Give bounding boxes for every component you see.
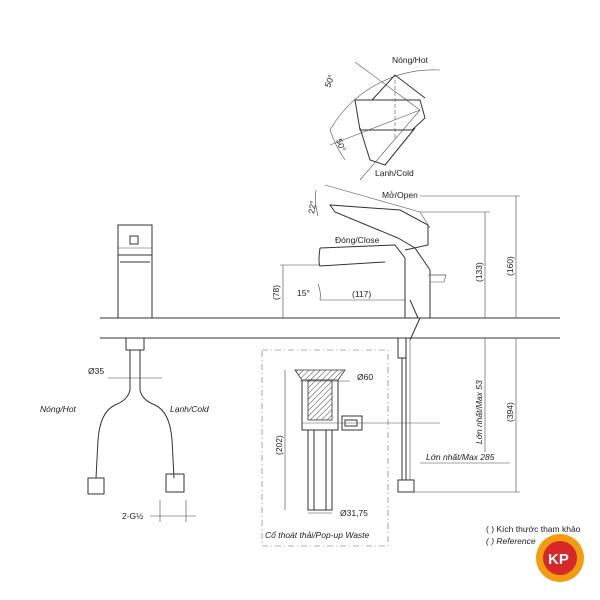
max-53: Lớn nhất/Max 53 <box>474 380 484 444</box>
thread-label: 2-G½ <box>122 511 143 521</box>
angle-15: 15° <box>297 288 310 298</box>
close-label: Đóng/Close <box>335 235 380 245</box>
kp-logo: KP <box>536 534 584 582</box>
note-line-2: ( ) Reference <box>486 536 536 546</box>
popup-caption: Cổ thoát thải/Pop-up Waste <box>265 530 370 540</box>
dim-78: (78) <box>271 285 281 300</box>
note-line-1: ( ) Kích thước tham khảo <box>486 524 581 534</box>
dim-133: (133) <box>474 262 484 282</box>
cold-label: Lạnh/Cold <box>375 168 414 178</box>
hot-label-front: Nóng/Hot <box>40 404 77 414</box>
dim-202: (202) <box>274 435 284 455</box>
rotation-top-view: Nóng/Hot Lạnh/Cold 50° 50° <box>322 55 441 181</box>
angle-bottom: 50° <box>334 137 348 153</box>
dim-394: (394) <box>505 402 515 422</box>
dim-60: Ø60 <box>357 372 373 382</box>
popup-waste: (202) Ø60 Ø31,75 Cổ thoát thải/Pop-up Wa… <box>261 349 440 547</box>
dim-35: Ø35 <box>88 366 104 376</box>
side-view: 22° Mở/Open Đóng/Close (78) 15° (117) (1… <box>100 184 560 493</box>
open-label: Mở/Open <box>382 190 418 200</box>
angle-top: 50° <box>322 73 336 89</box>
reference-notes: ( ) Kích thước tham khảo ( ) Reference <box>486 524 581 546</box>
max-285: Lớn nhất/Max 285 <box>426 452 495 462</box>
dim-117: (117) <box>352 289 371 299</box>
hot-label: Nóng/Hot <box>392 55 429 65</box>
logo-text: KP <box>548 551 569 568</box>
dim-3175: Ø31,75 <box>340 508 368 518</box>
dim-160: (160) <box>505 256 515 276</box>
front-view: Ø35 Nóng/Hot Lạnh/Cold 2-G½ <box>40 224 209 522</box>
cold-label-front: Lạnh/Cold <box>170 404 209 414</box>
lever-angle: 22° <box>306 200 318 214</box>
